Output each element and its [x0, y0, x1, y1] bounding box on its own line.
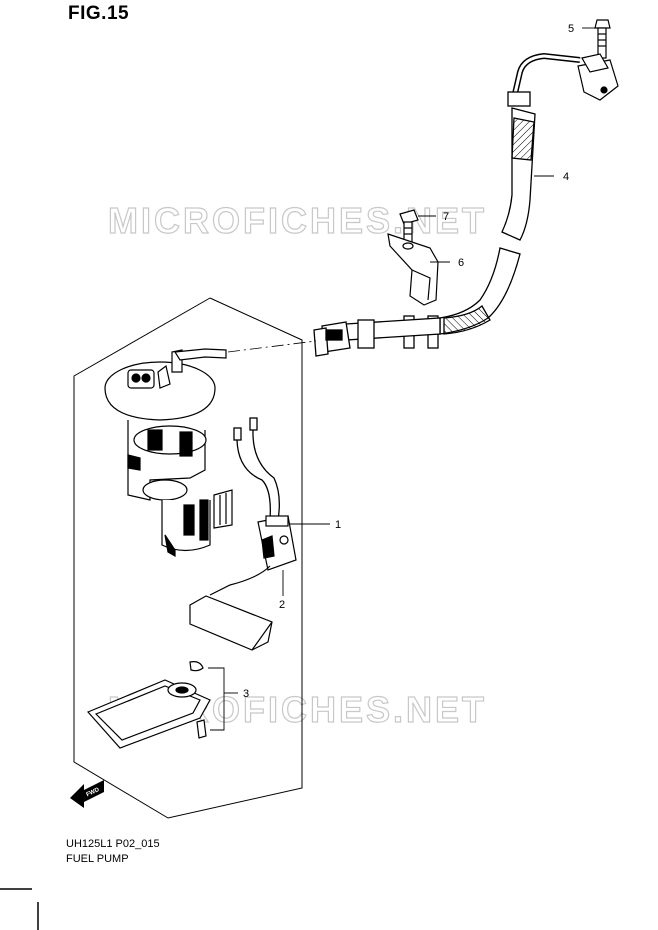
- bolt-7: [399, 209, 419, 245]
- diagram-code: UH125L1 P02_015: [66, 838, 160, 850]
- watermark-top: MICROFICHES.NET: [108, 200, 487, 241]
- callout-5: 5: [568, 23, 574, 35]
- page-corner-mark: [0, 888, 39, 930]
- hose-clamp-6: [387, 233, 439, 306]
- fuel-hose: [313, 52, 581, 357]
- callout-leaders: [208, 27, 598, 731]
- fuel-filter: [86, 661, 211, 749]
- callout-2: 2: [279, 599, 285, 611]
- callout-3: 3: [243, 688, 249, 700]
- wire-harness: [233, 417, 280, 521]
- pump-assembly-outline: [73, 297, 303, 819]
- callout-7: 7: [443, 211, 449, 223]
- callout-1: 1: [335, 519, 341, 531]
- fuel-pump-body: [104, 348, 233, 558]
- callout-6: 6: [458, 257, 464, 269]
- level-sensor: [209, 515, 297, 596]
- float-arm: [189, 595, 273, 651]
- alignment-line: [227, 340, 317, 353]
- bolt-5: [594, 19, 611, 59]
- fwd-label: FWD: [86, 787, 102, 798]
- callout-4: 4: [563, 171, 569, 183]
- pipe-bracket: [577, 53, 619, 101]
- diagram-name: FUEL PUMP: [66, 853, 129, 865]
- figure-title: FIG.15: [68, 3, 130, 24]
- fwd-arrow: FWD: [70, 780, 104, 808]
